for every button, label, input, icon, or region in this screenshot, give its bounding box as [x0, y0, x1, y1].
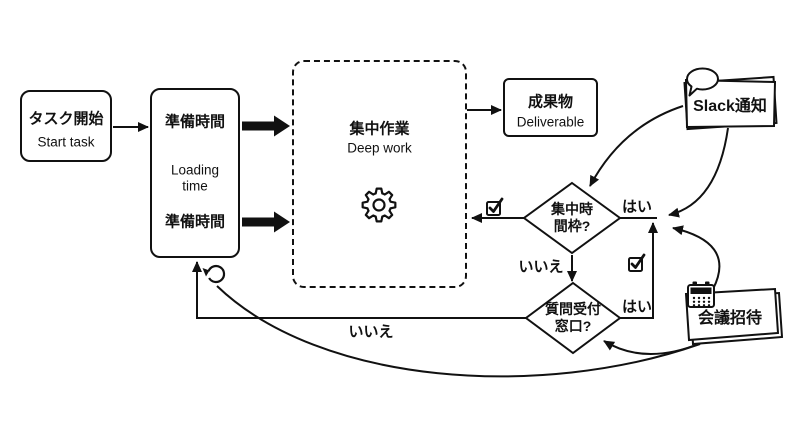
- thick-arrows: [242, 115, 290, 233]
- edge-slack-to-focus: [589, 105, 684, 187]
- deep-work-node: 集中作業 Deep work: [292, 60, 467, 288]
- calendar-icon: [687, 281, 715, 308]
- start-node-subtitle: Start task: [37, 134, 95, 150]
- edge-question-no-return: [192, 261, 526, 319]
- loading-node-title-top: 準備時間: [164, 113, 225, 131]
- meeting-card-label: 会議招待: [697, 310, 763, 327]
- edge-label-question-no: いいえ: [348, 323, 394, 341]
- loading-node-subtitle-2: time: [182, 178, 208, 194]
- deliverable-node: 成果物 Deliverable: [503, 78, 598, 137]
- meeting-invite-card: [684, 281, 784, 346]
- edge-meeting-to-junction: [672, 225, 721, 290]
- start-node-title: タスク開始: [28, 110, 104, 128]
- slack-notification-card: [683, 67, 778, 131]
- start-node: タスク開始 Start task: [20, 90, 112, 162]
- flow-edges: [113, 105, 729, 378]
- deliverable-title: 成果物: [527, 93, 573, 111]
- edge-slack-to-junction: [668, 127, 729, 218]
- refresh-icon: [202, 264, 226, 284]
- loading-node-title-bottom: 準備時間: [164, 213, 225, 231]
- question-desk-decision: [524, 281, 622, 355]
- loading-node-subtitle-1: Loading: [170, 162, 220, 178]
- edge-label-focus-yes: はい: [621, 198, 653, 216]
- check-square-icon-question: [627, 253, 646, 273]
- question-desk-label: 質問受付 窓口?: [545, 301, 601, 335]
- focus-window-label: 集中時 間枠?: [551, 201, 593, 235]
- gear-icon: [361, 187, 397, 223]
- check-square-icon-focus: [485, 197, 504, 217]
- edge-label-question-yes: はい: [621, 298, 653, 316]
- slack-card-front: [684, 78, 777, 129]
- deep-work-title: 集中作業: [349, 120, 410, 138]
- focus-window-decision: [522, 181, 622, 255]
- deliverable-subtitle: Deliverable: [516, 114, 585, 130]
- deep-work-subtitle: Deep work: [347, 140, 412, 156]
- edge-question-yes-up: [618, 222, 658, 319]
- slack-card-label: Slack通知: [693, 98, 767, 115]
- loading-node: 準備時間 Loading time 準備時間: [150, 88, 240, 258]
- question-desk-label-line1: 質問受付: [545, 301, 601, 317]
- edge-label-focus-no: いいえ: [518, 258, 564, 276]
- focus-window-label-line1: 集中時: [551, 201, 593, 217]
- focus-window-label-line2: 間枠?: [553, 218, 591, 234]
- question-desk-label-line2: 窓口?: [554, 318, 592, 334]
- edge-loading-to-meeting-curve: [216, 285, 701, 378]
- speech-bubble-icon: [686, 67, 719, 97]
